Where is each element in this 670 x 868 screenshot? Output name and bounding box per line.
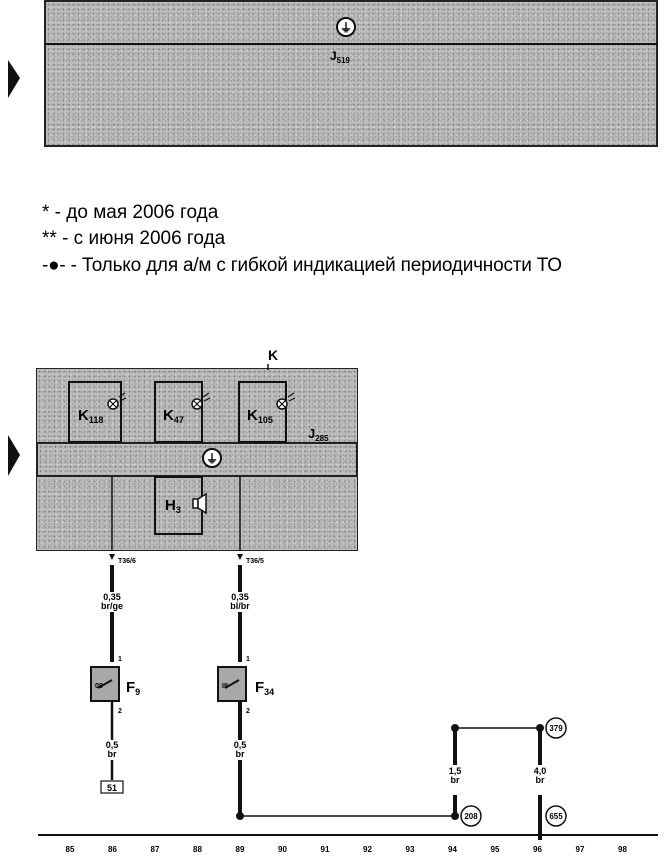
fuse-box-f9 bbox=[90, 666, 120, 702]
scale-tick-90: 90 bbox=[278, 845, 287, 854]
lamp-label-k47: K47 bbox=[163, 407, 184, 425]
legend-line-3: -●- - Только для а/м с гибкой индикацией… bbox=[42, 255, 562, 276]
lamp-label-k118: K118 bbox=[78, 407, 103, 425]
fuse-f9-wire-size: 0,5 bbox=[106, 740, 119, 750]
buzzer-label-h3: H3 bbox=[165, 497, 181, 515]
scale-tick-91: 91 bbox=[321, 845, 330, 854]
scale-tick-94: 94 bbox=[448, 845, 457, 854]
wire-size-1: 0,35 bbox=[103, 592, 121, 602]
terminal-51-box bbox=[100, 780, 124, 794]
scale-tick-97: 97 bbox=[576, 845, 585, 854]
ground-symbol-top-icon: ⏚ bbox=[336, 17, 356, 37]
svg-text:III: III bbox=[222, 683, 228, 690]
scale-tick-88: 88 bbox=[193, 845, 202, 854]
control-unit-j285-bar bbox=[36, 442, 358, 477]
arrow-marker-top-icon bbox=[8, 60, 20, 98]
lamp-k105-icon bbox=[276, 392, 296, 410]
wire-color-2: bl/br bbox=[230, 601, 250, 611]
wire-color-1: br/ge bbox=[101, 601, 123, 611]
scale-tick-86: 86 bbox=[108, 845, 117, 854]
connector-t36-6: T36/6 bbox=[109, 554, 136, 565]
fuse-f9-pin-in: 1 bbox=[118, 656, 122, 663]
fuse-f34-pin-in: 1 bbox=[246, 656, 250, 663]
lamp-label-k105: K105 bbox=[247, 407, 273, 425]
scale-tick-98: 98 bbox=[618, 845, 627, 854]
scale-tick-93: 93 bbox=[406, 845, 415, 854]
ground-wire-1-size: 1,5 bbox=[449, 766, 462, 776]
svg-text:T36/5: T36/5 bbox=[246, 558, 264, 565]
scale-tick-85: 85 bbox=[66, 845, 75, 854]
ground-wire-2-color: br bbox=[536, 775, 545, 785]
scale-tick-92: 92 bbox=[363, 845, 372, 854]
j519-label: J519 bbox=[330, 49, 351, 65]
buzzer-icon bbox=[192, 492, 207, 515]
fuse-f34-pin-out: 2 bbox=[246, 708, 250, 715]
connector-t36-5: T36/5 bbox=[237, 554, 264, 565]
fuse-label-f34: F34 bbox=[255, 679, 274, 697]
svg-text:208: 208 bbox=[464, 812, 478, 821]
svg-text:655: 655 bbox=[549, 812, 563, 821]
ground-wire-1-color: br bbox=[451, 775, 460, 785]
fuse-label-f9: F9 bbox=[126, 679, 140, 697]
arrow-marker-bottom-icon bbox=[8, 435, 20, 476]
ground-point-655: 655 bbox=[545, 805, 567, 827]
fuse-f9-wire-color: br bbox=[108, 749, 117, 759]
svg-text:08: 08 bbox=[95, 683, 103, 690]
lamp-box-k47 bbox=[154, 381, 203, 443]
svg-text:T36/6: T36/6 bbox=[118, 558, 136, 565]
legend-line-1: * - до мая 2006 года bbox=[42, 202, 219, 223]
point-379: 379 bbox=[545, 717, 567, 739]
wire-size-2: 0,35 bbox=[231, 592, 249, 602]
scale-tick-95: 95 bbox=[491, 845, 500, 854]
lamp-box-k118 bbox=[68, 381, 122, 443]
lamp-k47-icon bbox=[191, 392, 211, 410]
ground-wire-2-size: 4,0 bbox=[534, 766, 547, 776]
fuse-f34-wire-color: br bbox=[236, 749, 245, 759]
scale-tick-87: 87 bbox=[151, 845, 160, 854]
ground-symbol-cluster-icon: ⏚ bbox=[202, 448, 222, 468]
svg-text:379: 379 bbox=[549, 724, 563, 733]
ground-point-208: 208 bbox=[460, 805, 482, 827]
fuse-f9-pin-out: 2 bbox=[118, 708, 122, 715]
terminal-51: 51 bbox=[107, 783, 117, 793]
svg-text:⏚: ⏚ bbox=[206, 452, 218, 466]
cluster-title: K bbox=[268, 347, 278, 363]
lamp-box-k105 bbox=[238, 381, 287, 443]
scale-tick-89: 89 bbox=[236, 845, 245, 854]
scale-ticks: 85 86 87 88 89 90 91 92 93 94 95 96 97 98 bbox=[66, 845, 628, 854]
scale-tick-96: 96 bbox=[533, 845, 542, 854]
svg-text:⏚: ⏚ bbox=[340, 21, 352, 35]
j285-label: J285 bbox=[308, 426, 329, 443]
legend-line-2: ** - с июня 2006 года bbox=[42, 228, 226, 249]
lamp-k118-icon bbox=[107, 392, 127, 410]
fuse-f34-wire-size: 0,5 bbox=[234, 740, 247, 750]
